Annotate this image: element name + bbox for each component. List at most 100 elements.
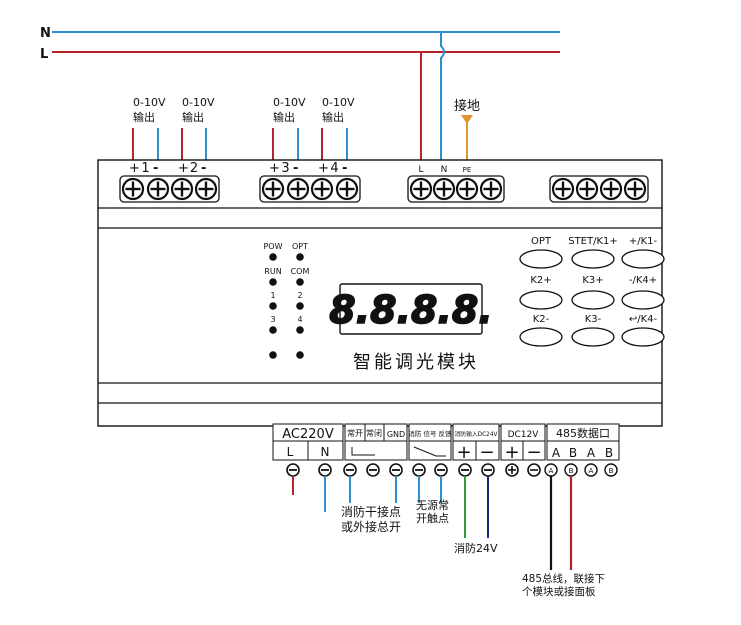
dc-plus: +	[504, 442, 519, 463]
screw-terminal-icon	[389, 463, 403, 477]
panel-button[interactable]	[571, 327, 615, 347]
ground-label: 接地	[454, 98, 480, 114]
screw-terminal-icon	[623, 177, 647, 201]
output-minus-sign: -	[201, 161, 206, 176]
rs485-screw-icon: B	[564, 463, 578, 477]
led-label: 2	[297, 291, 302, 300]
fire-24v-label: 消防24V	[454, 541, 498, 555]
screw-terminal-icon	[286, 177, 310, 201]
led-indicator-icon	[296, 253, 304, 261]
panel-button[interactable]	[621, 290, 665, 310]
led-label: 4	[297, 315, 302, 324]
output-plus-sign: +	[318, 161, 329, 176]
rs485-screw-icon: A	[584, 463, 598, 477]
output-range-label: 0-10V	[182, 96, 215, 109]
screw-terminal-icon	[366, 463, 380, 477]
output-label: 输出	[273, 110, 295, 124]
output-range-label: 0-10V	[322, 96, 355, 109]
panel-button[interactable]	[621, 249, 665, 269]
bottom-wires	[292, 476, 573, 570]
panel-button[interactable]	[519, 249, 563, 269]
output-minus-sign: -	[153, 161, 158, 176]
screw-terminal-icon	[434, 463, 448, 477]
led-indicator-icon	[269, 278, 277, 286]
rs485-pin-label: B	[605, 446, 613, 460]
output-plus-sign: +	[178, 161, 189, 176]
panel-button-label: -/K4+	[629, 275, 657, 286]
panel-button-label: OPT	[531, 236, 552, 247]
svg-text:A: A	[589, 467, 594, 475]
module-title: 智能调光模块	[353, 352, 479, 373]
output-number: 4	[330, 161, 338, 176]
screw-terminal-icon	[412, 463, 426, 477]
n-label: N	[40, 26, 51, 41]
output-number: 3	[281, 161, 289, 176]
ground-symbol	[461, 115, 473, 124]
screw-terminal-icon	[458, 463, 472, 477]
top-terminal-row	[119, 175, 649, 203]
svg-text:B: B	[569, 467, 574, 475]
led-indicator-icon	[269, 326, 277, 334]
l-label: L	[40, 47, 48, 62]
output-plus-sign: +	[269, 161, 280, 176]
svg-text:A: A	[549, 467, 554, 475]
screw-terminal-icon	[194, 177, 218, 201]
led-indicator-icon	[296, 326, 304, 334]
screw-terminal-icon	[599, 177, 623, 201]
rs485-pin-label: A	[587, 446, 596, 460]
screw-terminal-icon	[146, 177, 170, 201]
seven-segment-display: 8.8.8.8.	[328, 283, 494, 335]
ac-n-label: N	[321, 445, 330, 459]
screw-terminal-icon	[261, 177, 285, 201]
led-label: OPT	[292, 242, 308, 251]
led-indicator-icon	[296, 351, 304, 359]
led-indicator-icon	[269, 351, 277, 359]
led-label: COM	[291, 267, 310, 276]
screw-terminal-icon	[455, 177, 479, 201]
output-label: 输出	[133, 110, 155, 124]
svg-text:B: B	[609, 467, 614, 475]
panel-button-label: K2-	[533, 314, 550, 325]
screw-terminal-icon	[409, 177, 433, 201]
input-col2: 常闭	[366, 429, 382, 438]
panel-button-label: K3-	[585, 314, 602, 325]
screw-terminal-icon	[551, 177, 575, 201]
screw-terminal-icon	[335, 177, 359, 201]
rs485-screw-icon: A	[544, 463, 558, 477]
panel-button[interactable]	[621, 327, 665, 347]
led-indicator-icon	[296, 302, 304, 310]
led-indicator-icon	[269, 302, 277, 310]
output-label: 输出	[182, 110, 204, 124]
panel-button[interactable]	[519, 327, 563, 347]
signal-symbol	[413, 446, 446, 457]
power-terminal-label: N	[441, 165, 448, 175]
no-voltage-line1: 无源常	[416, 498, 449, 512]
screw-terminal-icon	[286, 463, 300, 477]
panel-button-label: ↩/K4-	[629, 314, 658, 325]
output-minus-sign: -	[342, 161, 347, 176]
ac-l-label: L	[287, 445, 294, 459]
output-number: 2	[190, 161, 198, 176]
screw-terminal-icon	[170, 177, 194, 201]
panel-button[interactable]	[571, 290, 615, 310]
panel-button[interactable]	[519, 290, 563, 310]
screw-terminal-icon	[575, 177, 599, 201]
output-range-label: 0-10V	[133, 96, 166, 109]
panel-button[interactable]	[571, 249, 615, 269]
switch-symbol	[351, 447, 375, 456]
led-label: 1	[270, 291, 275, 300]
terminal-block	[259, 175, 361, 203]
output-range-label: 0-10V	[273, 96, 306, 109]
annotations: 消防干接点 或外接总开 无源常 开触点 消防24V 485总线，联接下 个模块或…	[341, 498, 605, 598]
panel-button-label: +/K1-	[629, 236, 658, 247]
screw-terminal-icon	[481, 463, 495, 477]
screw-terminal-icon	[432, 177, 456, 201]
dry-contact-line1: 消防干接点	[341, 504, 401, 519]
output-number: 1	[141, 161, 149, 176]
n-drop-wire	[440, 32, 445, 175]
